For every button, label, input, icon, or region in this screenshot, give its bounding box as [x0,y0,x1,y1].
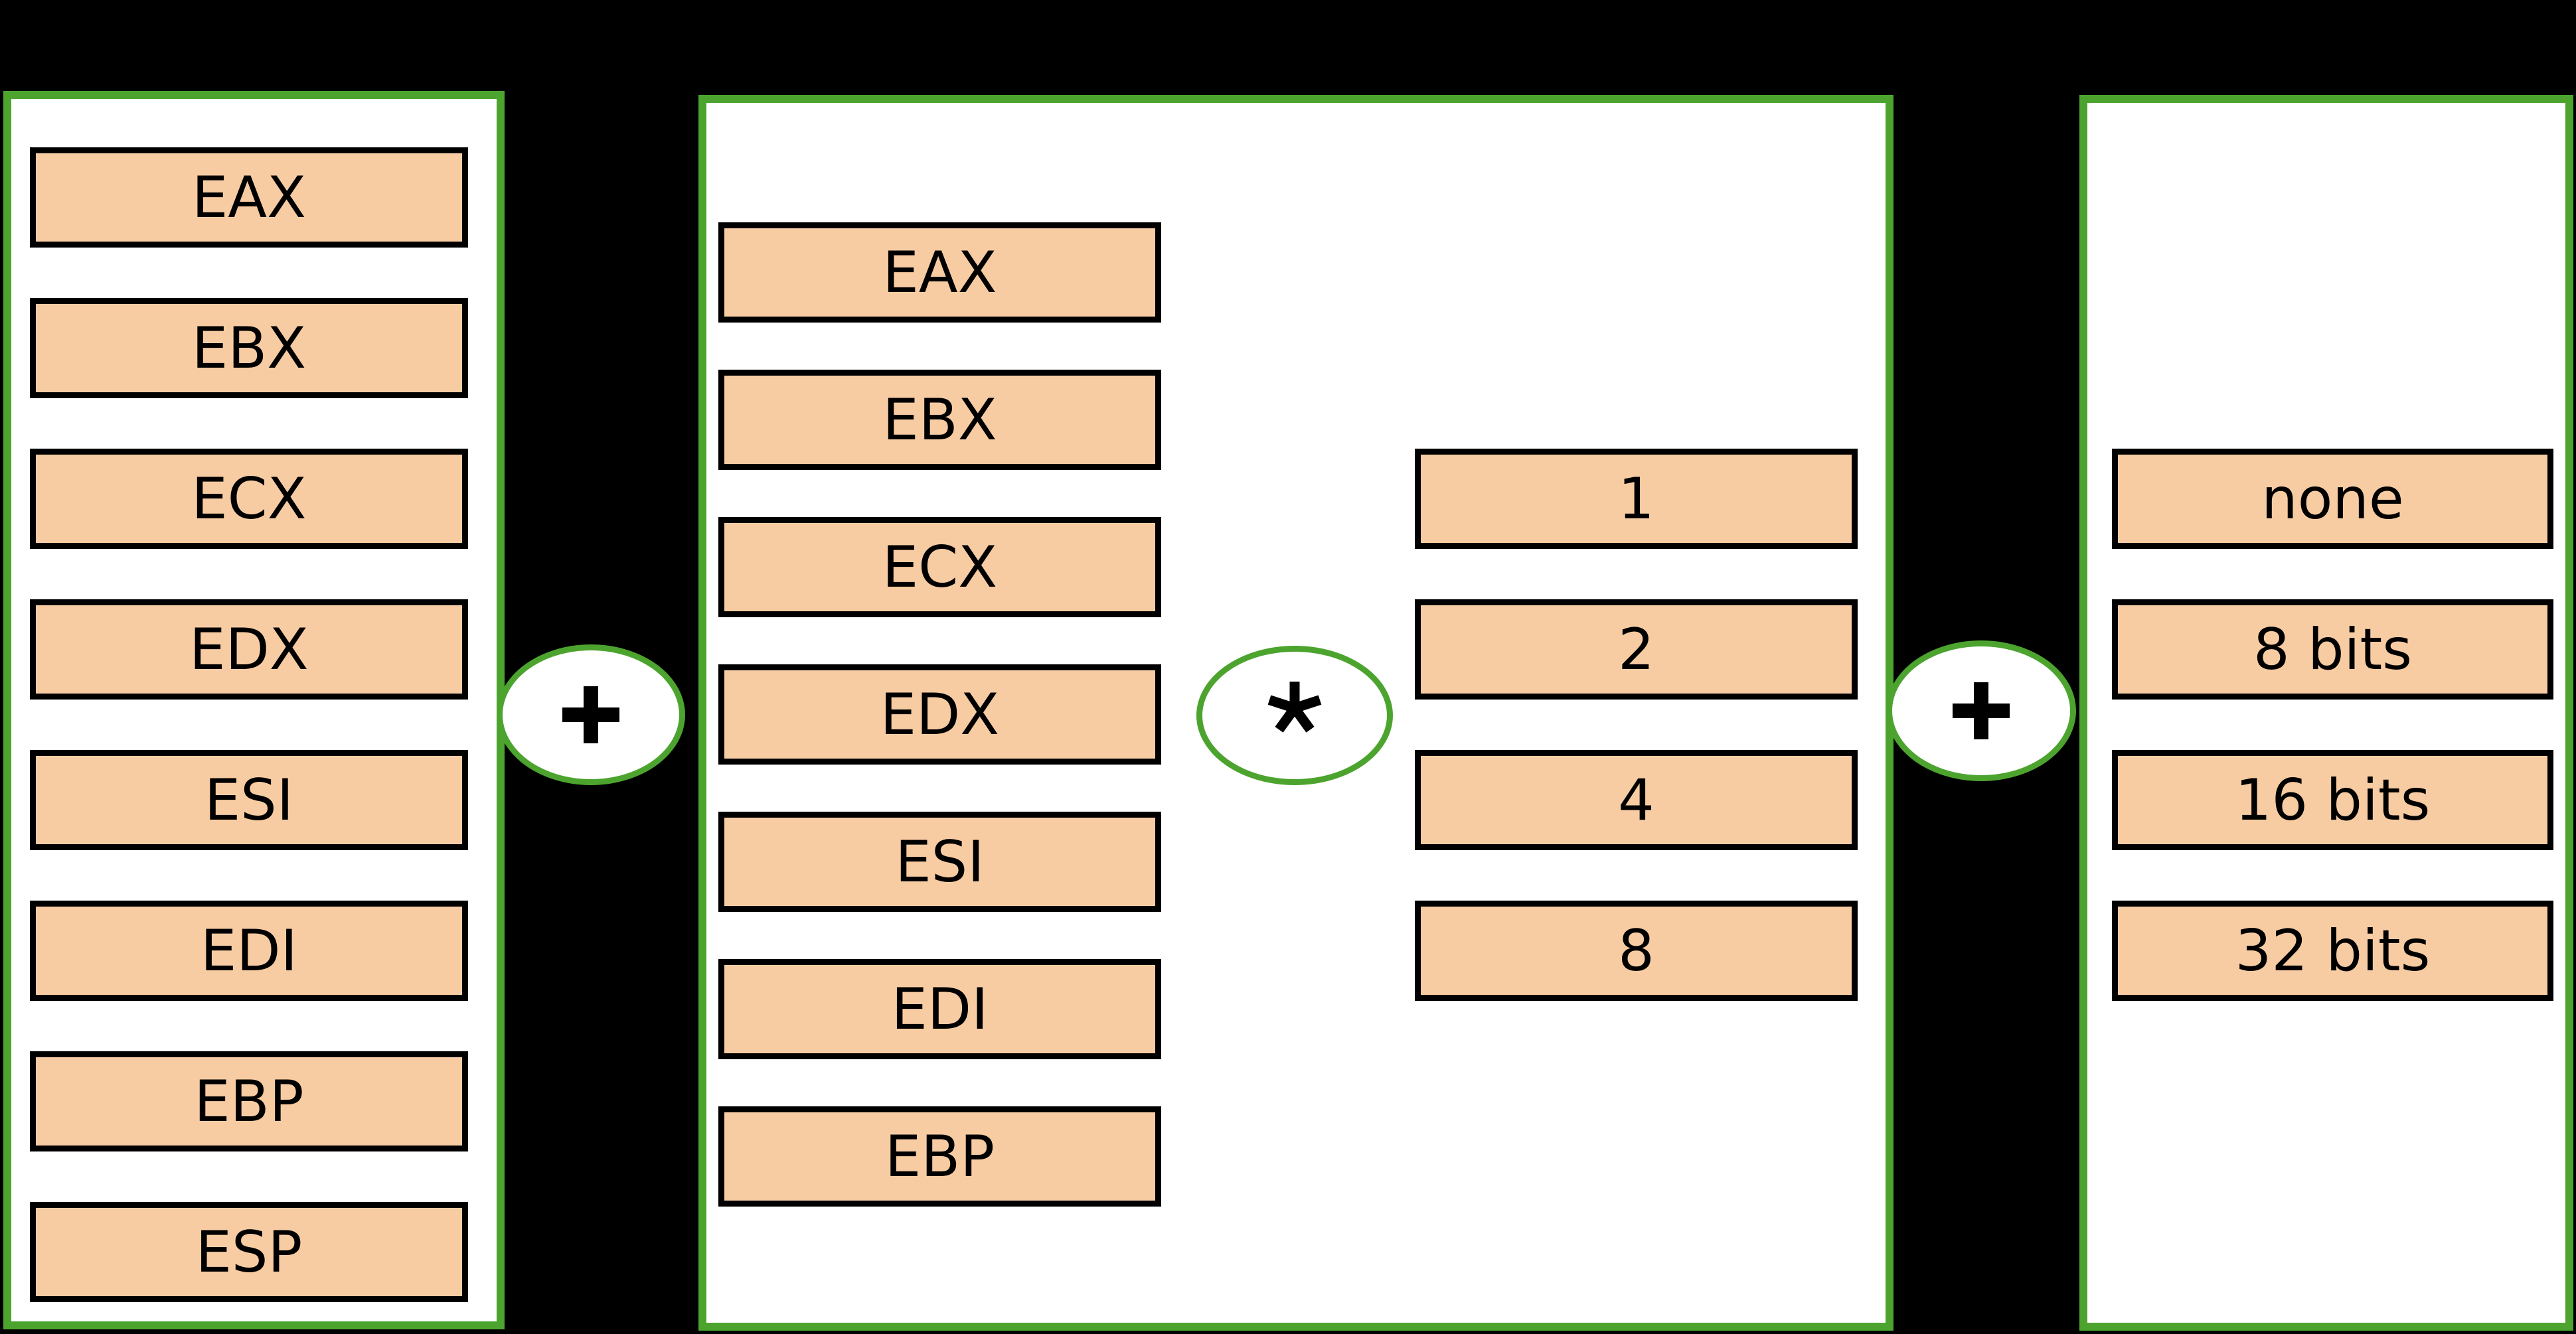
right-box-none: none [2112,449,2553,549]
middle-register-edx-label: EDX [880,681,1000,748]
left-register-eax: EAX [30,147,468,248]
left-register-ebx: EBX [30,298,468,398]
right-box-32-bits: 32 bits [2112,901,2553,1001]
left-register-esi: ESI [30,750,468,850]
right-box-32-bits-label: 32 bits [2235,917,2431,984]
right-box-8-bits-label: 8 bits [2253,616,2413,683]
left-register-ebp: EBP [30,1051,468,1151]
scale-box-4-label: 4 [1618,767,1654,834]
middle-register-eax-label: EAX [882,239,997,306]
left-register-ebx-label: EBX [191,315,307,382]
plus-ellipse-left [497,644,685,785]
left-register-ecx-label: ECX [191,465,307,532]
right-box-none-label: none [2261,465,2404,532]
left-register-edi: EDI [30,901,468,1001]
middle-register-ebx: EBX [718,370,1161,470]
scale-box-2: 2 [1415,599,1858,700]
right-panel [2079,95,2573,1331]
left-register-esp-label: ESP [195,1219,303,1286]
right-box-16-bits-label: 16 bits [2235,767,2431,834]
middle-register-ecx: ECX [718,517,1161,617]
scale-box-8: 8 [1415,901,1858,1001]
right-box-16-bits: 16 bits [2112,750,2553,850]
left-register-edx-label: EDX [189,616,309,683]
middle-register-ebx-label: EBX [882,386,997,453]
left-register-eax-label: EAX [191,164,307,231]
asterisk-icon [1267,682,1322,733]
middle-register-esi-label: ESI [895,828,985,895]
left-register-edx: EDX [30,599,468,700]
plus-ellipse-right [1886,640,2076,781]
left-register-esi-label: ESI [204,767,294,834]
middle-register-ebp-label: EBP [884,1123,995,1190]
left-register-ecx: ECX [30,449,468,549]
left-register-edi-label: EDI [201,917,297,984]
scale-box-1: 1 [1415,449,1858,549]
scale-box-8-label: 8 [1618,917,1654,984]
scale-box-2-label: 2 [1618,616,1654,683]
left-register-ebp-label: EBP [194,1068,304,1135]
middle-register-edx: EDX [718,664,1161,765]
multiply-ellipse [1196,646,1393,785]
plus-icon [562,686,619,743]
middle-register-eax: EAX [718,222,1161,323]
scale-box-1-label: 1 [1618,465,1654,532]
plus-icon [1953,682,2010,739]
left-register-esp: ESP [30,1202,468,1302]
middle-register-edi-label: EDI [891,976,989,1043]
right-box-8-bits: 8 bits [2112,599,2553,700]
middle-register-ecx-label: ECX [882,534,998,601]
scale-box-4: 4 [1415,750,1858,850]
middle-register-edi: EDI [718,959,1161,1059]
middle-register-ebp: EBP [718,1106,1161,1207]
middle-register-esi: ESI [718,812,1161,912]
